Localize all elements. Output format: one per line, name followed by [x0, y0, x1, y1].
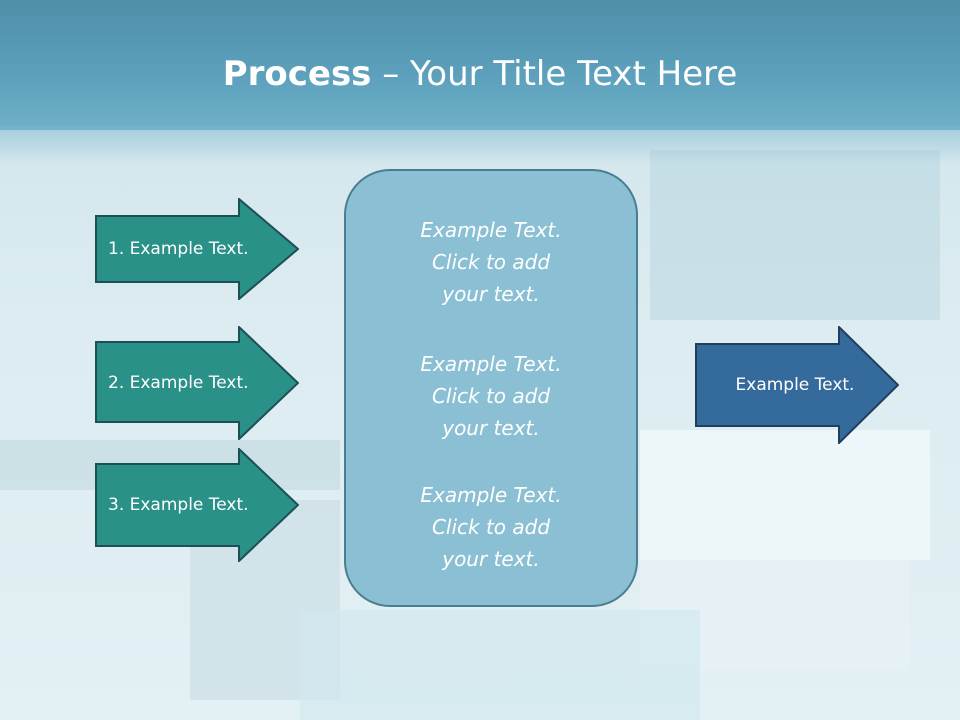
center-text-box[interactable]: Example Text. Click to add your text. Ex… — [344, 169, 638, 607]
center-text-block-1[interactable]: Example Text. Click to add your text. — [420, 218, 562, 306]
title-rest: – Your Title Text Here — [371, 54, 738, 94]
title-bar-fade — [0, 125, 960, 165]
center-text-block-3[interactable]: Example Text. Click to add your text. — [420, 483, 562, 571]
arrow-shape-icon — [695, 326, 899, 444]
arrow-shape-icon — [95, 448, 299, 562]
left-arrow-3-label: 3. Example Text. — [108, 495, 249, 515]
background-cabinet — [640, 430, 930, 560]
left-arrow-2-label: 2. Example Text. — [108, 373, 249, 393]
title-bold: Process — [222, 54, 372, 94]
left-arrow-3[interactable]: 3. Example Text. — [95, 448, 299, 562]
left-arrow-1[interactable]: 1. Example Text. — [95, 198, 299, 300]
right-arrow-label: Example Text. — [735, 375, 855, 395]
slide-title[interactable]: Process – Your Title Text Here — [0, 52, 960, 96]
background-wall-panel — [650, 150, 940, 320]
arrow-shape-icon — [95, 326, 299, 440]
left-arrow-1-label: 1. Example Text. — [108, 239, 249, 259]
right-arrow[interactable]: Example Text. — [695, 326, 899, 444]
arrow-shape-icon — [95, 198, 299, 300]
center-text-block-2[interactable]: Example Text. Click to add your text. — [420, 352, 562, 440]
title-bar — [0, 0, 960, 130]
background-floor — [300, 610, 700, 720]
left-arrow-2[interactable]: 2. Example Text. — [95, 326, 299, 440]
